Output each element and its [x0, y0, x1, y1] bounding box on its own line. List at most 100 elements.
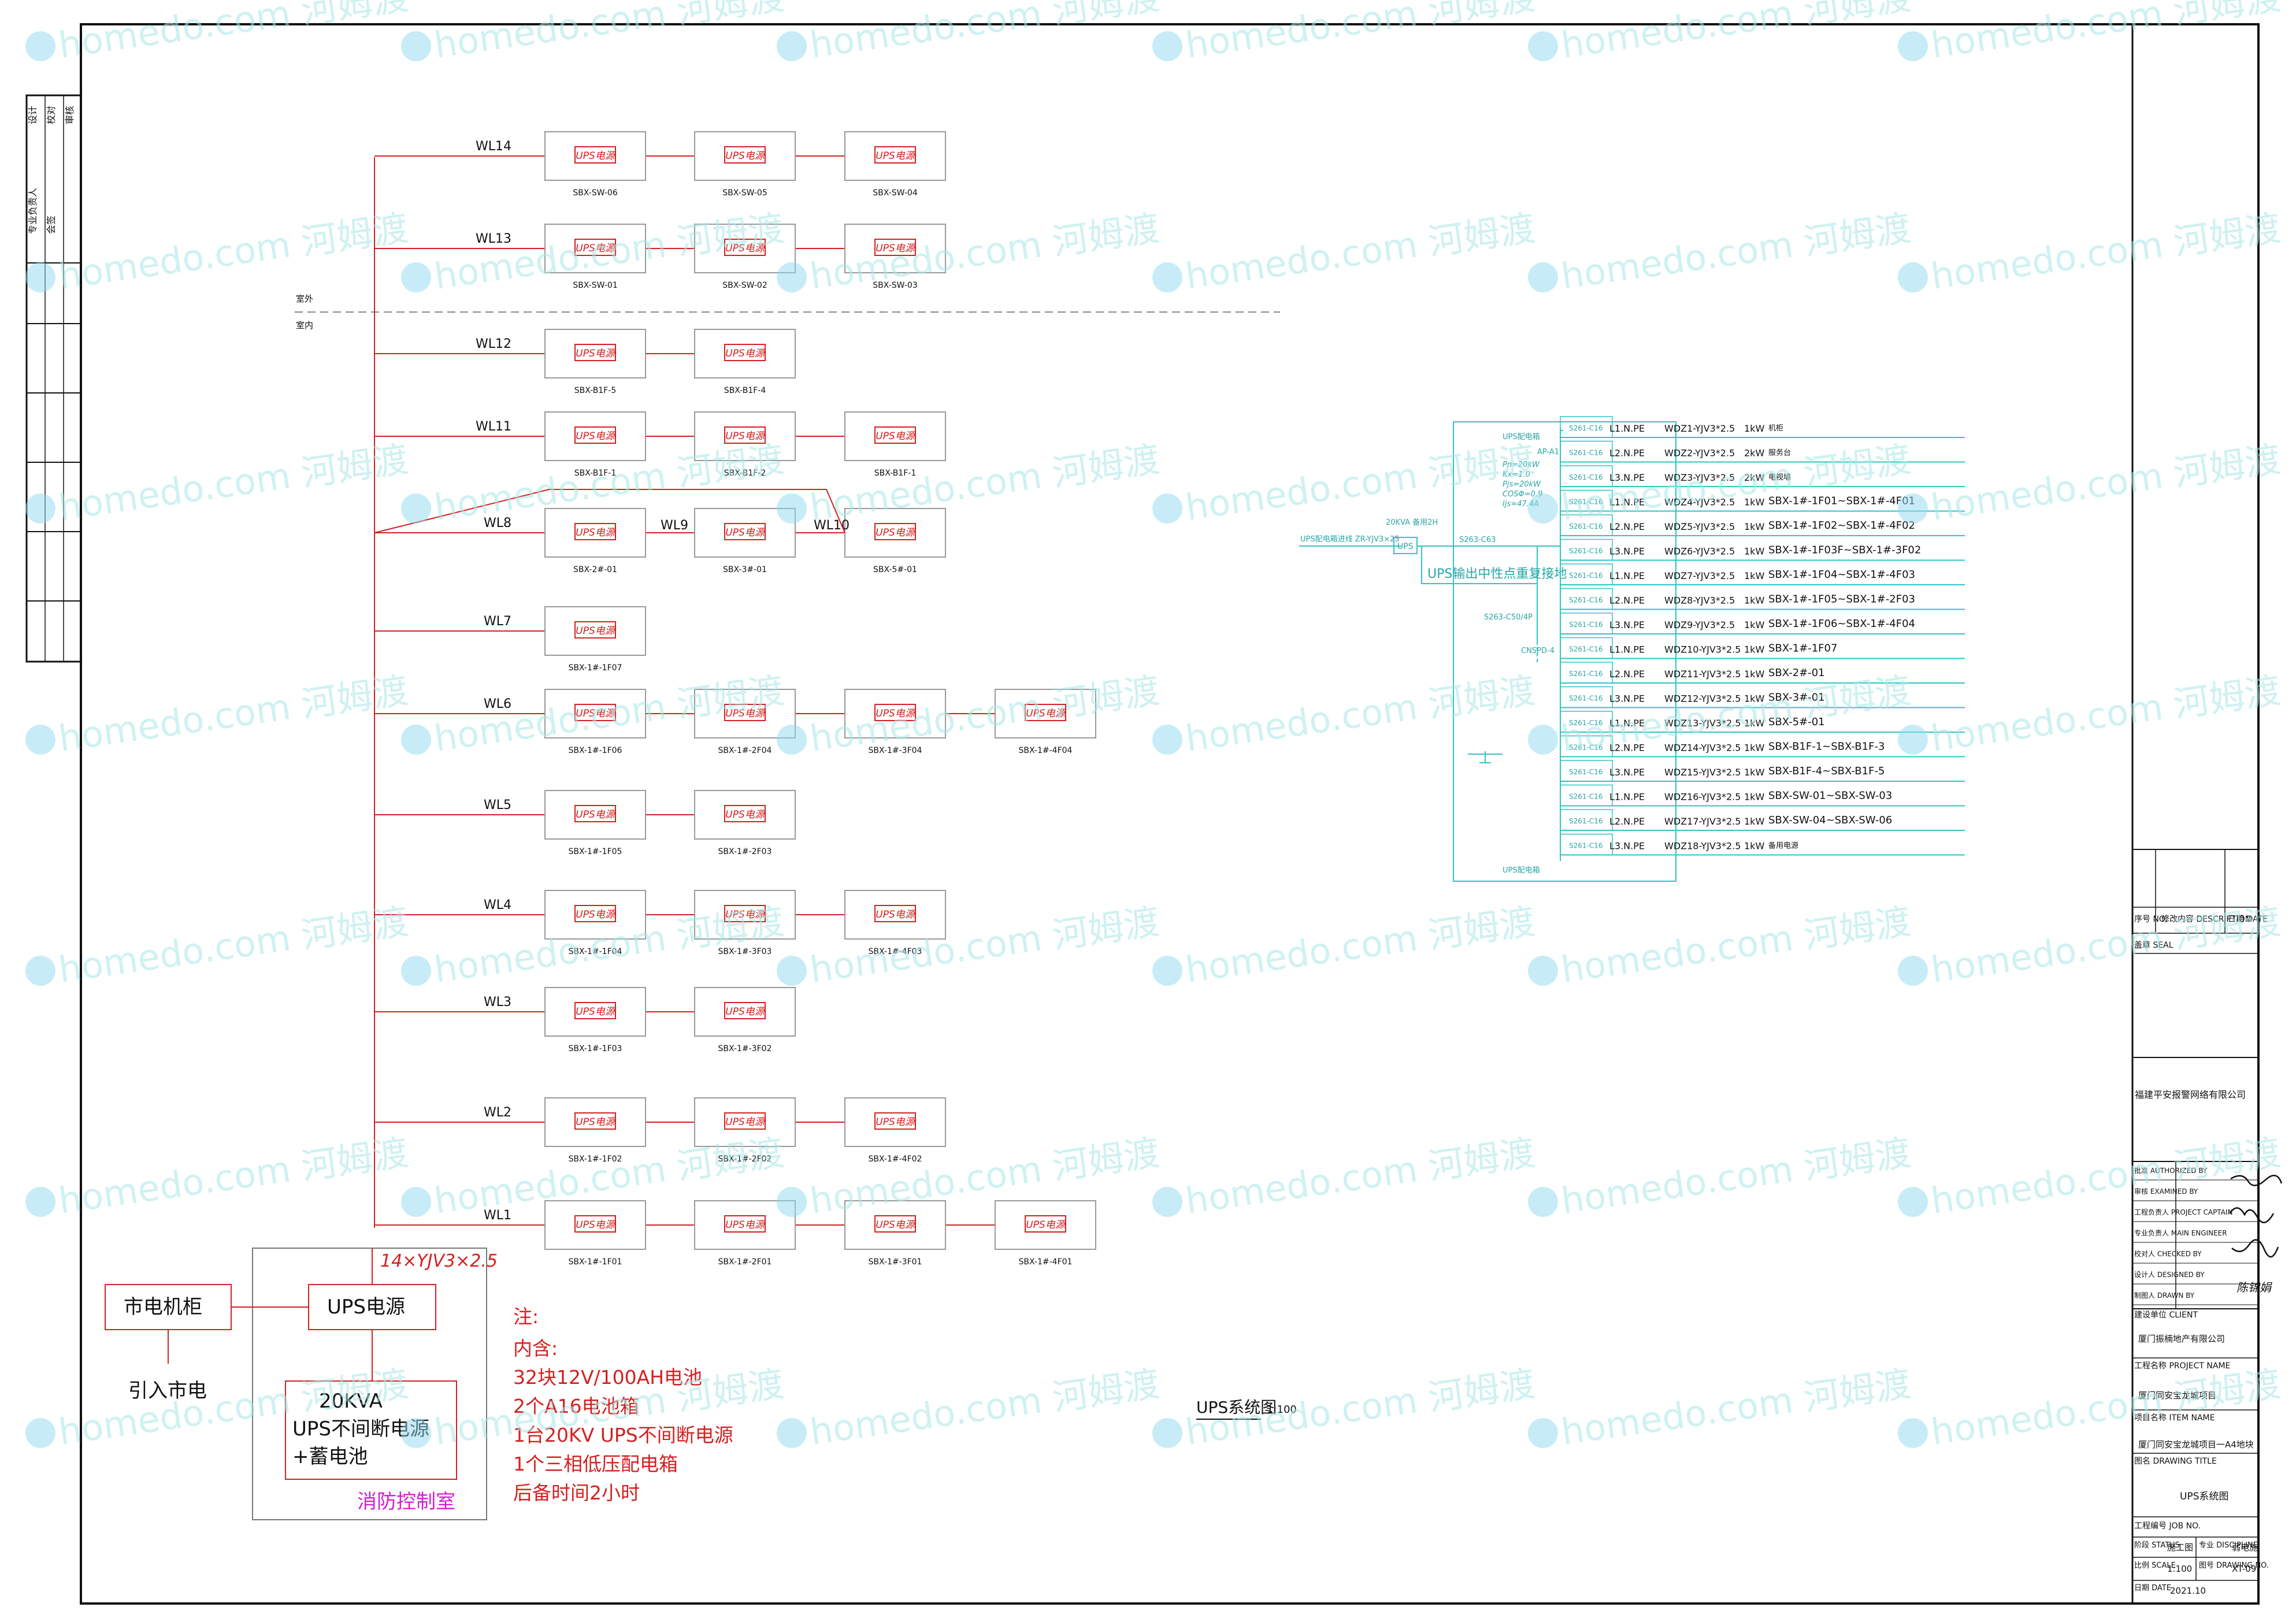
- box-id: SBX-5#-01: [873, 565, 917, 574]
- ups-rating-note: 20KVA 备用2H: [1386, 518, 1438, 527]
- circuit-label: WL5: [484, 798, 511, 812]
- box-id: SBX-1#-3F01: [869, 1257, 922, 1267]
- ups-box-symbol-label: UPS电源: [725, 708, 766, 719]
- watermark-logo: [25, 262, 55, 292]
- ups-box: [544, 1200, 646, 1250]
- circuit-power: 1kW: [1744, 767, 1764, 778]
- ups-box-symbol: [724, 704, 766, 721]
- watermark-logo: [25, 31, 55, 61]
- ups-box-symbol: [724, 1002, 766, 1019]
- watermark-text: homedo.com 河姆渡: [56, 438, 411, 529]
- watermark-logo: [401, 31, 431, 61]
- designer-signature: 陈锦娟: [2236, 1280, 2272, 1294]
- breaker-model: S261-C16: [1569, 424, 1603, 432]
- watermark-text: homedo.com 河姆渡: [1559, 1131, 1913, 1222]
- ups-box: [694, 987, 796, 1037]
- circuit-label: WL14: [476, 139, 511, 154]
- breaker-model: S261-C16: [1569, 621, 1603, 629]
- ups-box: [544, 411, 646, 461]
- phase: L1.N.PE: [1609, 718, 1645, 729]
- circuit-load: SBX-SW-01~SBX-SW-03: [1768, 790, 1892, 802]
- circuit-label: WL4: [484, 898, 511, 912]
- watermark-logo: [777, 956, 807, 986]
- watermark-logo: [777, 725, 807, 755]
- branch-breaker: [1560, 588, 1613, 610]
- circuit-load: SBX-1#-1F04~SBX-1#-4F03: [1768, 569, 1915, 581]
- watermark-text: homedo.com 河姆渡: [56, 1131, 411, 1222]
- phase: L3.N.PE: [1609, 472, 1645, 483]
- branch-breaker: [1560, 563, 1613, 585]
- box-id: SBX-1#-1F02: [569, 1155, 622, 1164]
- watermark-text: homedo.com 河姆渡: [1559, 1363, 1913, 1453]
- ups-box-symbol: [574, 523, 616, 540]
- ups-box-symbol-label: UPS电源: [725, 1219, 766, 1231]
- note-line: 32块12V/100AH电池: [513, 1366, 702, 1389]
- ups-box-symbol: [874, 146, 916, 164]
- ups-box: [544, 890, 646, 940]
- phase: L1.N.PE: [1609, 570, 1645, 581]
- indoor-label: 室内: [296, 320, 313, 331]
- circuit-feeder: [374, 489, 845, 533]
- box-id: SBX-1#-1F03: [569, 1044, 622, 1053]
- circuit-cable: WDZ13-YJV3*2.5: [1664, 718, 1741, 729]
- ups-box: [844, 890, 946, 940]
- ups-box-symbol: [724, 805, 766, 822]
- ups-box-symbol-label: UPS电源: [725, 527, 766, 539]
- phase: L2.N.PE: [1609, 595, 1645, 606]
- circuit-load: 电视墙: [1768, 473, 1791, 482]
- circuit-label: WL9: [661, 518, 688, 533]
- watermark-text: homedo.com 河姆渡: [1183, 669, 1538, 760]
- breaker-model: S261-C16: [1569, 498, 1603, 506]
- drawing-title: UPS系统图: [2180, 1491, 2229, 1502]
- ups-box-symbol-label: UPS电源: [725, 909, 766, 921]
- ups-box-symbol-label: UPS电源: [725, 150, 766, 162]
- breaker-model: S261-C16: [1569, 571, 1603, 580]
- circuit-cable: WDZ10-YJV3*2.5: [1664, 644, 1741, 655]
- ups-box-symbol-label: UPS电源: [876, 430, 916, 442]
- outdoor-label: 室外: [296, 294, 313, 304]
- watermark-logo: [1528, 1187, 1558, 1217]
- watermark-text: homedo.com 河姆渡: [56, 669, 411, 760]
- ups-box: [544, 1097, 646, 1147]
- watermark-text: homedo.com 河姆渡: [1559, 0, 1913, 66]
- signer-role: 批准 AUTHORIZED BY: [2134, 1166, 2208, 1175]
- watermark-logo: [1898, 1418, 1928, 1448]
- ups-box-symbol: [574, 621, 616, 639]
- circuit-cable: WDZ4-YJV3*2.5: [1664, 497, 1735, 508]
- branch-breaker: [1560, 637, 1613, 659]
- ups-box: [995, 689, 1096, 738]
- ups-box-symbol-label: UPS电源: [876, 1116, 916, 1128]
- ups-box-symbol: [1025, 1215, 1066, 1233]
- branch-breaker: [1560, 465, 1613, 487]
- ups-box: [694, 224, 796, 273]
- discipline-value: 弱电施: [2232, 1542, 2258, 1553]
- phase: L3.N.PE: [1609, 546, 1645, 557]
- breaker-model: S261-C16: [1569, 719, 1603, 727]
- branch-breaker: [1560, 809, 1613, 831]
- revision-header-date: 日期 DATE: [2228, 915, 2268, 924]
- drawing-frame: [80, 23, 2260, 1605]
- circuit-cable: WDZ16-YJV3*2.5: [1664, 792, 1741, 803]
- circuit-label: WL11: [476, 420, 511, 434]
- ups-box: [694, 790, 796, 840]
- spd-breaker: S263-C50/4P: [1484, 613, 1533, 622]
- note-line: 1个三相低压配电箱: [513, 1453, 678, 1475]
- strip-label: 设计: [27, 106, 38, 124]
- ups-box: [544, 329, 646, 378]
- circuit-power: 2kW: [1744, 448, 1764, 459]
- circuit-power: 1kW: [1744, 841, 1764, 852]
- ups-box: [544, 224, 646, 273]
- ups-box: [544, 508, 646, 558]
- watermark-text: homedo.com 河姆渡: [1183, 1131, 1538, 1222]
- watermark-logo: [1152, 1187, 1182, 1217]
- circuit-load: SBX-1#-1F03F~SBX-1#-3F02: [1768, 544, 1921, 556]
- signature-approver: [2230, 1175, 2283, 1186]
- drawing-title-label: 图名 DRAWING TITLE: [2134, 1457, 2217, 1466]
- ups-box: [844, 224, 946, 273]
- ups-box: [544, 790, 646, 840]
- watermark-text: homedo.com 河姆渡: [1928, 669, 2283, 760]
- signer-role: 制图人 DRAWN BY: [2134, 1291, 2195, 1300]
- ups-box-symbol: [574, 1215, 616, 1233]
- box-id: SBX-1#-1F01: [569, 1257, 622, 1267]
